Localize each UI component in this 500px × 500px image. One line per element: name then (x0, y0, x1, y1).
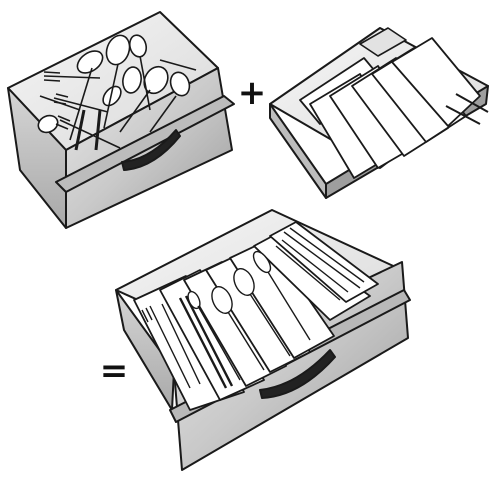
spoon-icon (267, 271, 311, 341)
knife-icon (39, 95, 81, 111)
extension-slide (359, 27, 407, 57)
equals-sign: = (100, 351, 129, 391)
messy-drawer-lip (55, 95, 235, 193)
spoon-icon (249, 293, 291, 357)
knife-icon (103, 63, 119, 129)
fork-icon (197, 305, 241, 381)
drawer-handle-icon (121, 129, 181, 171)
insert-compartments (299, 37, 481, 179)
fork-icon (187, 290, 201, 310)
spoon-icon (105, 34, 131, 66)
knife-icon (149, 95, 177, 133)
extension-rail (445, 105, 481, 125)
plus-sign: + (238, 73, 267, 113)
fork-icon (55, 115, 121, 149)
fork-icon (141, 305, 191, 389)
organized-drawer (115, 209, 411, 471)
spoon-icon (169, 71, 191, 97)
fork-icon (161, 303, 201, 385)
knife-icon (184, 295, 234, 387)
spoon-icon (252, 250, 272, 274)
knife-icon (74, 109, 86, 151)
compartment (391, 37, 481, 127)
spoon-icon (76, 50, 104, 74)
spoon-icon (122, 66, 142, 94)
knife-icon (283, 227, 365, 289)
fork-icon (43, 71, 101, 82)
knife-icon (159, 59, 197, 71)
knife-icon (139, 55, 151, 111)
spoon-icon (37, 114, 59, 134)
knife-icon (69, 67, 93, 141)
sorted-cutlery (141, 227, 365, 389)
knife-icon (94, 109, 102, 151)
knife-icon (178, 297, 228, 389)
knife-icon (275, 239, 349, 301)
spoon-icon (102, 85, 122, 107)
drawer-handle-icon (259, 349, 336, 399)
spoon-icon (227, 311, 265, 371)
messy-drawer (7, 11, 235, 229)
knife-icon (119, 89, 151, 133)
extension-rail (455, 93, 489, 113)
adjustable-insert (269, 27, 489, 199)
cutlery-pile (37, 34, 197, 151)
